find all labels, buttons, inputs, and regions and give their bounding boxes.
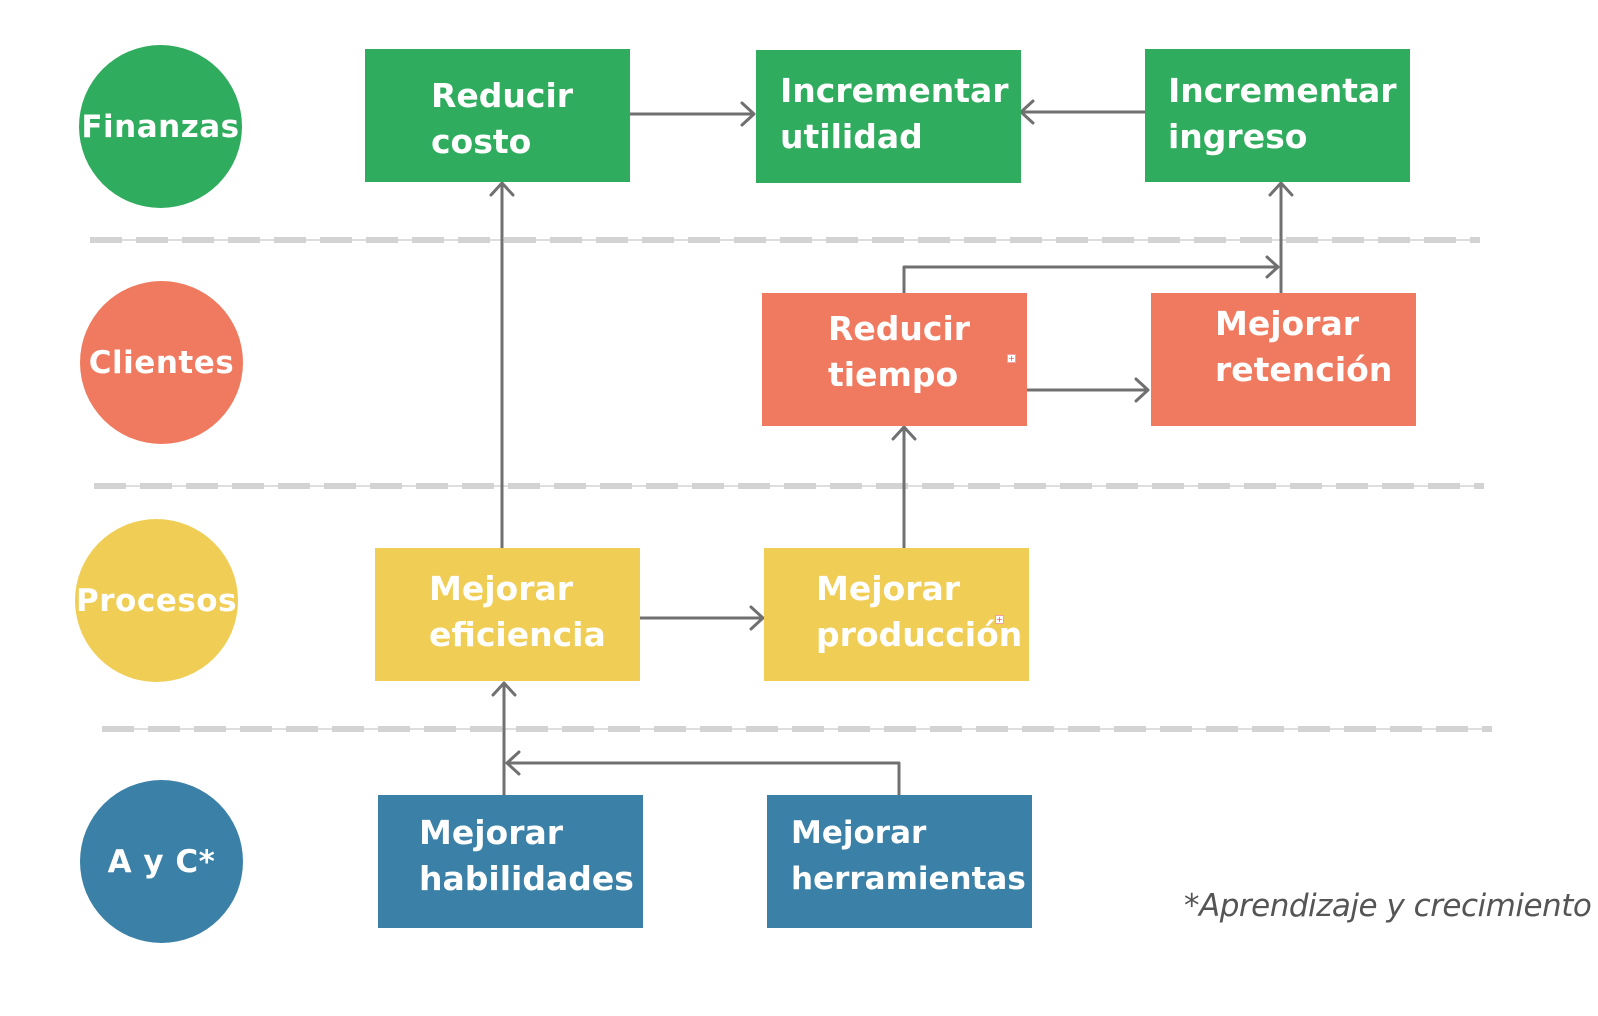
arrow-retencion-to-ingreso — [1268, 181, 1294, 295]
box-incrementar-ingreso[interactable]: Incrementar ingreso — [1145, 49, 1410, 182]
lane-ayc-label: A y C* — [107, 843, 216, 880]
box-mejorar-retencion[interactable]: Mejorar retención — [1151, 293, 1416, 426]
lane-procesos-label: Procesos — [76, 582, 237, 619]
box-reducir-tiempo-line2: tiempo — [828, 355, 959, 394]
lane-separators — [90, 237, 1492, 732]
box-mejorar-herramientas[interactable]: Mejorar herramientas — [767, 795, 1032, 928]
lane-clientes-label: Clientes — [88, 344, 235, 381]
lane-ayc-circle: A y C* — [80, 780, 243, 943]
box-mejorar-herramientas-line1: Mejorar — [791, 815, 927, 851]
box-incrementar-ingreso-line1: Incrementar — [1168, 71, 1397, 110]
box-mejorar-herramientas-line2: herramientas — [791, 861, 1026, 897]
box-mejorar-retencion-line2: retención — [1215, 350, 1393, 389]
box-incrementar-utilidad-line2: utilidad — [780, 117, 923, 156]
box-mejorar-eficiencia[interactable]: Mejorar eficiencia — [375, 548, 640, 681]
box-mejorar-retencion-line1: Mejorar — [1215, 304, 1360, 343]
box-mejorar-habilidades-line2: habilidades — [419, 859, 634, 898]
box-mejorar-eficiencia-line1: Mejorar — [429, 569, 574, 608]
arrow-ingreso-to-utilidad — [1019, 99, 1147, 125]
box-mejorar-produccion-line1: Mejorar — [816, 569, 961, 608]
box-reducir-tiempo-line1: Reducir — [828, 309, 971, 348]
box-mejorar-habilidades[interactable]: Mejorar habilidades — [378, 795, 643, 928]
expand-icon[interactable]: + — [995, 615, 1004, 624]
lane-finanzas-label: Finanzas — [81, 108, 240, 145]
box-reducir-tiempo[interactable]: Reducir tiempo — [762, 293, 1027, 426]
box-mejorar-eficiencia-line2: eficiencia — [429, 615, 606, 654]
arrow-tiempo-to-ingreso — [902, 255, 1280, 295]
box-incrementar-utilidad-line1: Incrementar — [780, 71, 1009, 110]
arrow-produccion-to-tiempo — [891, 425, 917, 550]
box-mejorar-produccion-line2: producción — [816, 615, 1023, 654]
box-reducir-costo-line1: Reducir — [431, 76, 574, 115]
arrow-eficiencia-to-produccion — [638, 605, 765, 631]
lane-clientes-circle: Clientes — [80, 281, 243, 444]
box-reducir-costo[interactable]: Reducir costo — [365, 49, 630, 182]
arrow-costo-to-utilidad — [628, 101, 756, 127]
arrow-habilidades-to-eficiencia — [491, 681, 517, 797]
box-incrementar-utilidad[interactable]: Incrementar utilidad — [756, 50, 1021, 183]
arrow-eficiencia-to-costo — [489, 181, 515, 550]
arrow-herramientas-to-eficiencia — [505, 750, 901, 797]
box-reducir-costo-line2: costo — [431, 122, 532, 161]
lane-finanzas-circle: Finanzas — [79, 45, 242, 208]
arrow-tiempo-to-retencion — [1024, 377, 1150, 403]
box-mejorar-habilidades-line1: Mejorar — [419, 813, 564, 852]
lane-procesos-circle: Procesos — [75, 519, 238, 682]
box-incrementar-ingreso-line2: ingreso — [1168, 117, 1308, 156]
expand-icon[interactable]: + — [1007, 354, 1016, 363]
box-mejorar-produccion[interactable]: Mejorar producción — [764, 548, 1029, 681]
footnote: *Aprendizaje y crecimiento — [1184, 888, 1592, 924]
